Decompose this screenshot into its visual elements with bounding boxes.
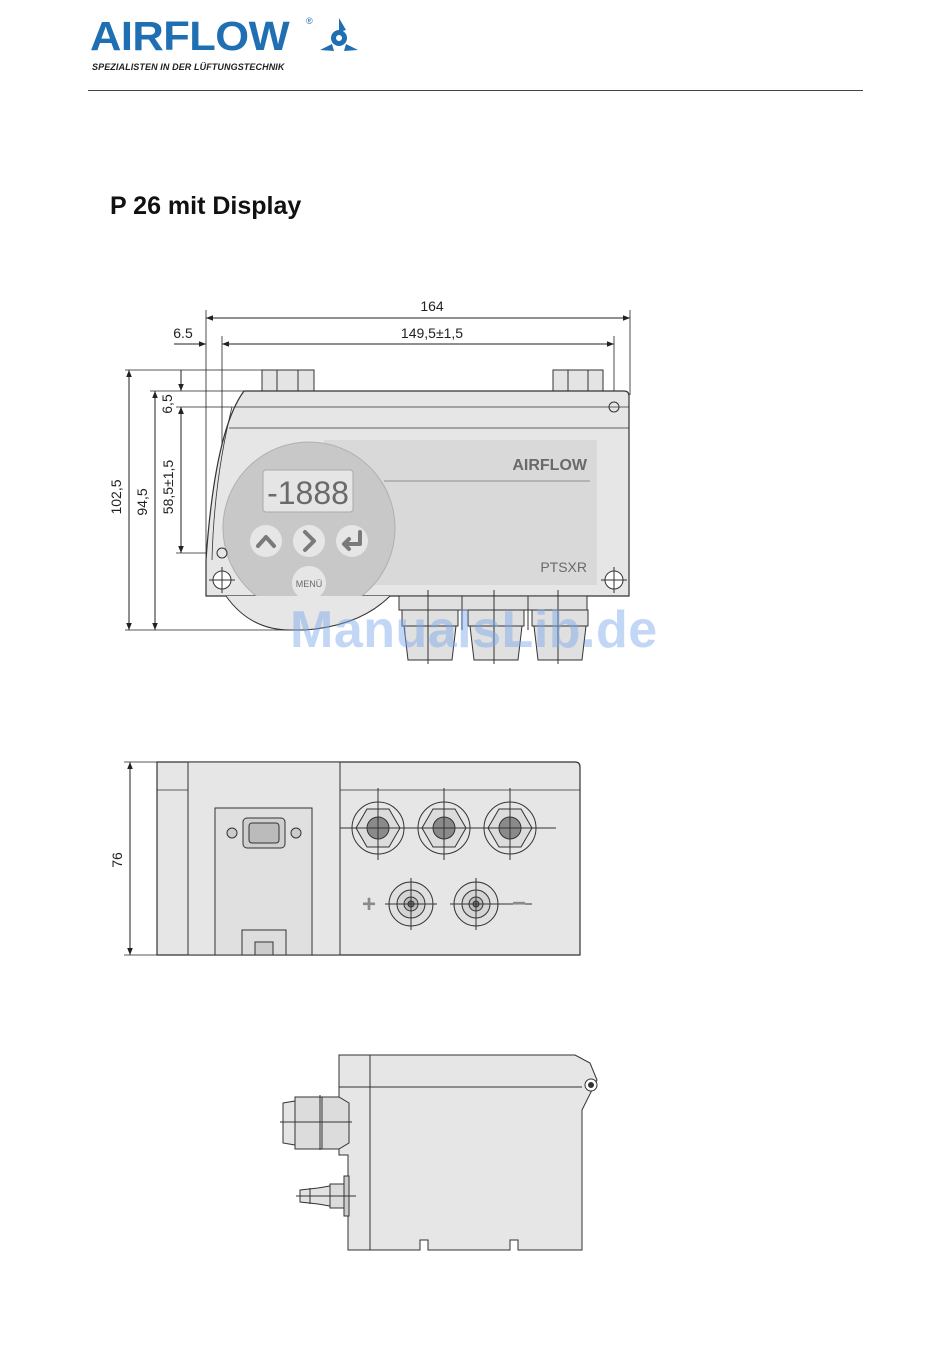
bottom-view-drawing: 76 [109,762,580,955]
dim-height-total: 102,5 [108,479,124,514]
dim-edge-offset: 6.5 [173,325,193,341]
lcd-value: -1888 [267,475,349,511]
up-arrow-button [250,525,282,557]
dim-hole-vertical: 58,5±1,5 [160,460,176,515]
menu-button: MENÜ [292,566,326,600]
dim-top-offset: 6,5 [159,394,175,414]
minus-port-label: − [512,890,526,917]
side-view-drawing [280,1055,597,1250]
dim-height-body: 94,5 [134,488,150,515]
panel-model-text: PTSXR [540,559,587,575]
enter-button [336,525,368,557]
plus-port-label: + [362,891,376,918]
dim-depth: 76 [109,852,125,868]
watermark-text: ManualsLib.de [290,600,658,660]
menu-button-label: MENÜ [296,579,323,589]
right-arrow-button [293,525,325,557]
dim-total-width: 164 [420,298,444,314]
dim-hole-spacing: 149,5±1,5 [401,325,463,341]
panel-brand-text: AIRFLOW [512,457,588,474]
